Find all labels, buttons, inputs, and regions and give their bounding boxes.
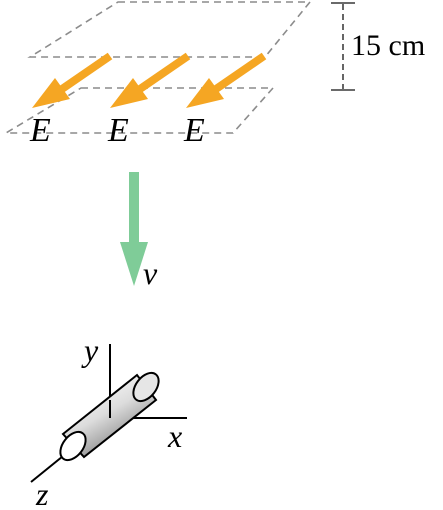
field-label-3: E xyxy=(183,112,205,149)
velocity-label: v xyxy=(143,255,158,291)
upper-plate xyxy=(27,1,312,58)
lower-plate xyxy=(3,87,275,134)
separation-label: 15 cm xyxy=(351,29,425,62)
field-arrow-2 xyxy=(110,52,191,108)
separation-dimension xyxy=(331,2,355,91)
field-arrow-3 xyxy=(186,52,267,108)
velocity-arrow xyxy=(120,172,148,286)
field-arrow-1 xyxy=(32,52,113,108)
x-axis-label: x xyxy=(167,418,182,454)
field-label-2: E xyxy=(107,112,129,149)
y-axis-label: y xyxy=(81,332,99,368)
field-label-1: E xyxy=(29,112,51,149)
z-axis-label: z xyxy=(35,476,49,510)
